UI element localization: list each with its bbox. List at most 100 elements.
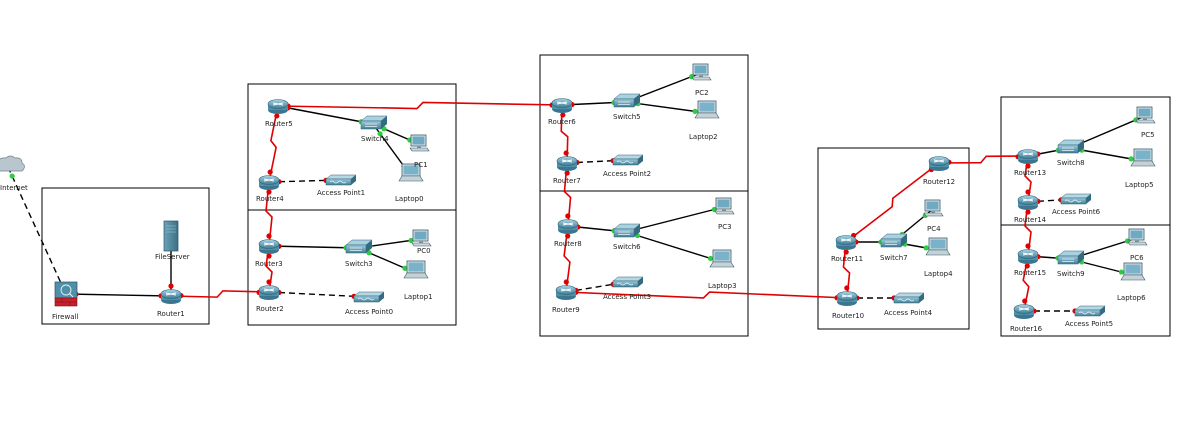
router13-router-icon[interactable] (1017, 149, 1039, 165)
link-firewall-router1[interactable] (65, 293, 172, 297)
link-router4-router5[interactable] (268, 105, 279, 183)
ap0-access-point-icon[interactable] (353, 291, 385, 303)
link-router1-router2[interactable] (170, 290, 270, 298)
ap6-access-point-icon[interactable] (1060, 193, 1092, 205)
link-router8-router9[interactable] (563, 225, 571, 293)
laptop5-laptop-icon[interactable] (1130, 148, 1156, 167)
area-4 (1000, 96, 1171, 337)
link-router14-ap6[interactable] (1027, 198, 1076, 203)
area-1 (247, 83, 457, 326)
port-indicator (844, 285, 850, 291)
router15-router-icon[interactable] (1017, 249, 1039, 265)
link-router3-switch3[interactable] (268, 245, 359, 249)
router7-router-icon[interactable] (556, 156, 578, 172)
firewall-firewall-icon[interactable] (54, 281, 78, 307)
router14-router-icon[interactable] (1017, 195, 1039, 211)
link-router15-router16[interactable] (1022, 255, 1030, 312)
port-indicator (565, 233, 571, 239)
switch4-switch-icon[interactable] (360, 115, 388, 130)
router12-router-icon[interactable] (928, 156, 950, 172)
router1-router-icon[interactable] (160, 289, 182, 305)
port-indicator (266, 253, 272, 259)
laptop3-laptop-icon[interactable] (709, 249, 735, 268)
port-indicator (266, 189, 272, 195)
area-boundaries (41, 54, 1171, 337)
internet-label: Internet (0, 184, 28, 192)
router10-router-icon[interactable] (836, 291, 858, 307)
link-router9-router10[interactable] (565, 291, 848, 299)
ap2-access-point-icon[interactable] (612, 154, 644, 166)
ap1-access-point-icon[interactable] (325, 174, 357, 186)
pc1-pc-icon[interactable] (409, 134, 430, 152)
laptop6-laptop-icon[interactable] (1120, 262, 1146, 281)
link-switch6-laptop3[interactable] (625, 231, 723, 263)
ap3-access-point-icon[interactable] (612, 276, 644, 288)
link-router3-router4[interactable] (265, 181, 273, 247)
pc5-pc-icon[interactable] (1135, 106, 1156, 124)
router16-label: Router16 (1010, 325, 1043, 333)
port-indicator (1128, 156, 1134, 162)
laptop4-laptop-icon[interactable] (925, 237, 951, 256)
port-indicator (266, 279, 272, 285)
laptop4-label: Laptop4 (924, 270, 953, 278)
router3-label: Router3 (255, 260, 283, 268)
port-indicator (707, 255, 714, 262)
ap5-access-point-icon[interactable] (1074, 305, 1106, 317)
link-router5-switch4[interactable] (277, 105, 374, 125)
port-indicator (563, 150, 569, 156)
port-indicator (1118, 269, 1124, 275)
switch7-label: Switch7 (880, 254, 908, 262)
laptop5-label: Laptop5 (1125, 181, 1154, 189)
link-router12-router13[interactable] (938, 155, 1029, 164)
link-internet-firewall[interactable] (7, 166, 67, 295)
link-router7-router8[interactable] (563, 162, 572, 227)
port-indicator (267, 169, 273, 175)
router1-label: Router1 (157, 310, 185, 318)
link-router10-router11[interactable] (842, 241, 851, 299)
pc4-pc-icon[interactable] (923, 199, 944, 217)
link-switch6-pc3[interactable] (625, 206, 725, 233)
router11-router-icon[interactable] (835, 235, 857, 251)
link-router11-router12[interactable] (845, 162, 940, 243)
router4-router-icon[interactable] (258, 175, 280, 191)
area-edge (41, 187, 210, 325)
switch6-switch-icon[interactable] (613, 223, 641, 238)
switch9-label: Switch9 (1057, 270, 1085, 278)
switch3-switch-icon[interactable] (345, 239, 373, 254)
internet-cloud-icon[interactable] (0, 155, 25, 172)
laptop1-laptop-icon[interactable] (403, 260, 429, 279)
router9-router-icon[interactable] (555, 285, 577, 301)
link-router5-router6[interactable] (277, 101, 563, 110)
router15-label: Router15 (1014, 269, 1046, 277)
port-indicator (1025, 163, 1031, 169)
laptop0-laptop-icon[interactable] (398, 163, 424, 182)
switch7-switch-icon[interactable] (880, 233, 908, 248)
switch9-switch-icon[interactable] (1057, 250, 1085, 265)
ap4-label: Access Point4 (884, 309, 933, 317)
router2-label: Router2 (256, 305, 284, 313)
router2-router-icon[interactable] (258, 285, 280, 301)
pc6-pc-icon[interactable] (1127, 228, 1148, 246)
area-2 (539, 54, 749, 337)
router8-router-icon[interactable] (557, 219, 579, 235)
port-indicator (402, 265, 408, 271)
router5-router-icon[interactable] (267, 99, 289, 115)
router6-router-icon[interactable] (551, 98, 573, 114)
laptop2-laptop-icon[interactable] (694, 100, 720, 119)
switch8-switch-icon[interactable] (1057, 139, 1085, 154)
router16-router-icon[interactable] (1013, 304, 1035, 320)
link-router6-router7[interactable] (560, 104, 569, 164)
pc2-pc-icon[interactable] (691, 63, 712, 81)
pc3-pc-icon[interactable] (714, 197, 735, 215)
ap4-access-point-icon[interactable] (893, 292, 925, 304)
router3-router-icon[interactable] (258, 239, 280, 255)
pc5-label: PC5 (1141, 131, 1155, 139)
router8-label: Router8 (554, 240, 582, 248)
port-indicator (692, 108, 698, 114)
pc0-pc-icon[interactable] (411, 229, 432, 247)
switch5-switch-icon[interactable] (613, 93, 641, 108)
router13-label: Router13 (1014, 169, 1046, 177)
port-indicator (1025, 189, 1031, 195)
fileserver-server-icon[interactable] (163, 220, 179, 252)
